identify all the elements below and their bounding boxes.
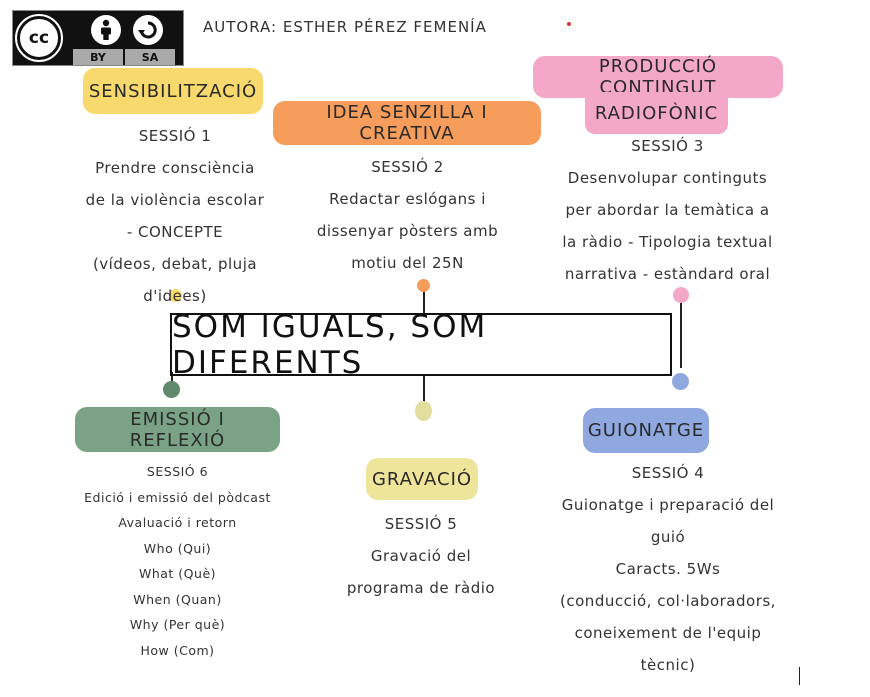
text-line: When (Quan) xyxy=(133,591,222,607)
text-line: Guionatge i preparació del xyxy=(561,496,775,514)
node-dot-khaki xyxy=(415,401,432,421)
text-line: narrativa - estàndard oral xyxy=(564,265,771,283)
node-dot-green xyxy=(163,381,180,398)
connector-idea xyxy=(423,286,425,314)
attribution-icon xyxy=(91,15,121,45)
node-title-idea: IDEA SENZILLA I CREATIVA xyxy=(273,101,541,145)
node-text-idea: SESSIÓ 2 Redactar eslógans i dissenyar p… xyxy=(305,151,510,279)
author-line: AUTORA: ESTHER PÉREZ FEMENÍA xyxy=(203,18,487,36)
text-line: motiu del 25N xyxy=(351,254,464,272)
text-line: la ràdio - Tipologia textual xyxy=(562,233,773,251)
cc-license-badge: cc BY SA xyxy=(12,10,184,66)
text-line: Edició i emissió del pòdcast xyxy=(84,489,271,505)
share-alike-icon xyxy=(133,15,163,45)
text-line: per abordar la temàtica a xyxy=(565,201,770,219)
node-dot-yellow xyxy=(169,289,182,302)
text-line: - CONCEPTE xyxy=(126,223,224,241)
text-line: dissenyar pòsters amb xyxy=(316,222,499,240)
text-line: (vídeos, debat, pluja xyxy=(92,255,258,273)
node-text-gravacio: SESSIÓ 5 Gravació del programa de ràdio xyxy=(335,508,507,604)
node-text-produccio: SESSIÓ 3 Desenvolupar continguts per abo… xyxy=(545,130,790,290)
text-line: Caracts. 5Ws xyxy=(615,560,721,578)
cc-sa-label: SA xyxy=(125,49,175,65)
node-dot-blue xyxy=(672,373,689,390)
text-line: Why (Per què) xyxy=(129,617,226,632)
node-title-sensibilitzacio: SENSIBILITZACIÓ xyxy=(83,68,263,114)
cc-icon: cc xyxy=(15,14,63,62)
node-title-guionatge: GUIONATGE xyxy=(583,408,709,453)
text-line: Desenvolupar continguts xyxy=(567,169,768,187)
text-line: d'idees) xyxy=(143,287,207,305)
node-text-guionatge: SESSIÓ 4 Guionatge i preparació del guió… xyxy=(552,457,784,681)
node-text-sensibilitzacio: SESSIÓ 1 Prendre consciència de la violè… xyxy=(80,120,270,312)
central-title: SOM IGUALS, SOM DIFERENTS xyxy=(170,309,672,381)
node-text-emissio: SESSIÓ 6 Edició i emissió del pòdcast Av… xyxy=(80,459,275,663)
text-line: Redactar eslógans i xyxy=(329,190,486,208)
session-label: SESSIÓ 5 xyxy=(384,515,458,533)
text-line: What (Què) xyxy=(138,566,217,581)
stray-red-dot xyxy=(567,22,571,26)
text-line: Prendre consciència xyxy=(95,159,255,177)
session-label: SESSIÓ 4 xyxy=(631,464,705,482)
node-title-emissio: EMISSIÓ I REFLEXIÓ xyxy=(75,407,280,452)
text-line: Who (Qui) xyxy=(143,540,212,556)
cc-mark: cc xyxy=(28,28,50,48)
text-line: tècnic) xyxy=(640,656,696,674)
text-line: Avaluació i retorn xyxy=(118,515,237,530)
cc-by-label: BY xyxy=(73,49,123,65)
node-dot-orange xyxy=(417,279,430,292)
text-line: coneixement de l'equip xyxy=(574,624,762,642)
text-line: Gravació del xyxy=(370,547,472,565)
text-cursor xyxy=(799,667,800,685)
session-label: SESSIÓ 3 xyxy=(631,137,704,155)
node-title-gravacio: GRAVACIÓ xyxy=(366,458,478,500)
text-line: (conducció, col·laboradors, xyxy=(560,592,776,610)
connector-gravacio xyxy=(423,376,425,402)
node-title-produccio-line2: RADIOFÒNIC xyxy=(585,92,728,134)
node-dot-pink xyxy=(673,287,689,303)
text-line: How (Com) xyxy=(140,642,215,658)
session-label: SESSIÓ 1 xyxy=(138,127,212,145)
text-line: de la violència escolar xyxy=(85,191,265,209)
session-label: SESSIÓ 2 xyxy=(371,158,444,176)
text-line: guió xyxy=(650,528,686,546)
text-line: programa de ràdio xyxy=(346,579,496,597)
session-label: SESSIÓ 6 xyxy=(146,464,209,479)
connector-produccio xyxy=(680,296,682,368)
